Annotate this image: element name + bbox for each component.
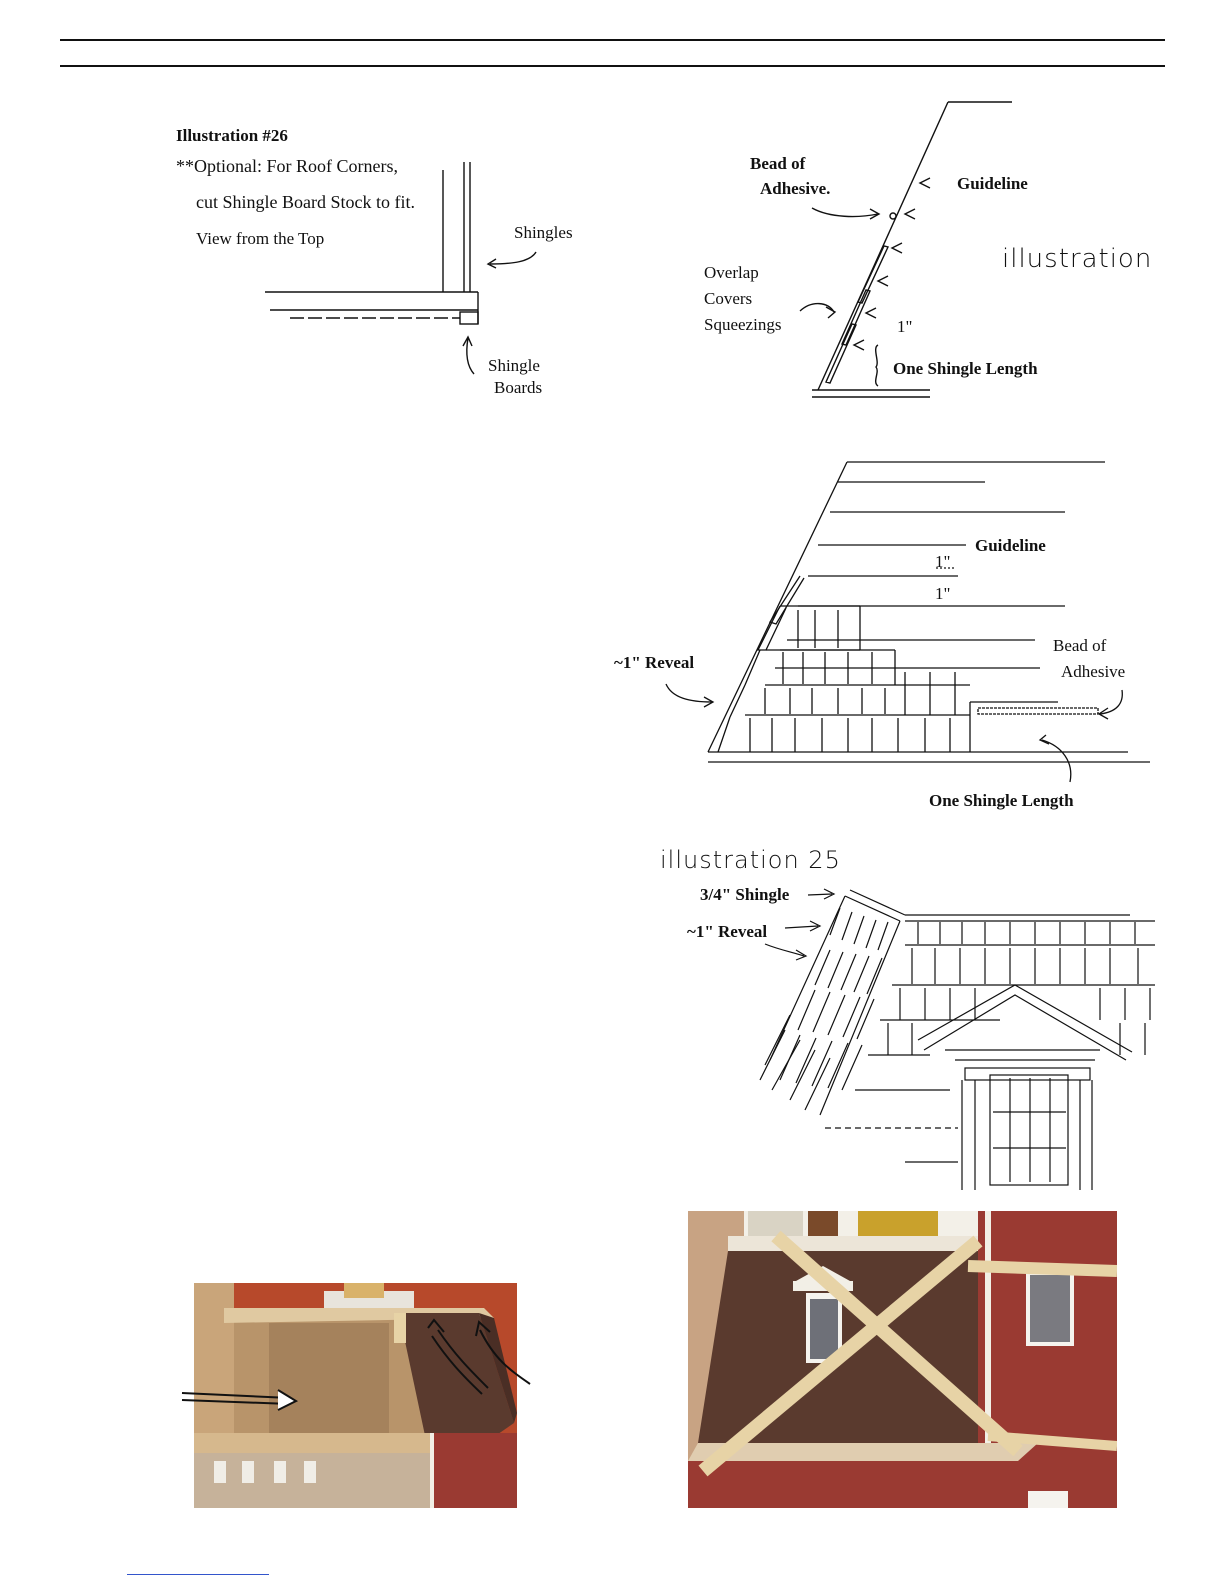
fig26-line3: View from the Top (196, 229, 325, 248)
fig25-shingle-label: 3/4" Shingle (700, 885, 790, 904)
side-covers-label: Covers (704, 289, 753, 308)
front-bead-label-1: Bead of (1053, 636, 1107, 655)
fig26-shingle-label: Shingle (488, 356, 540, 375)
fig25-reveal-label: ~1" Reveal (687, 922, 768, 941)
top-rule-2 (60, 65, 1165, 67)
front-inch-label-a: 1" (935, 552, 951, 571)
side-inch-label: 1" (897, 317, 913, 336)
side-squeezings-label: Squeezings (704, 315, 782, 334)
front-guideline-label: Guideline (975, 536, 1046, 555)
side-overlap-label: Overlap (704, 263, 759, 282)
side-length-label: One Shingle Length (893, 359, 1038, 378)
fig26-line2: cut Shingle Board Stock to fit. (196, 192, 415, 212)
photo-roof-interior (194, 1283, 517, 1508)
footer-link-underline[interactable] (127, 1574, 269, 1575)
side-bead-label-2: Adhesive. (760, 179, 831, 198)
fig26-title: Illustration #26 (176, 126, 288, 145)
front-inch-label-b: 1" (935, 584, 951, 603)
fig26-boards-label: Boards (494, 378, 543, 397)
fig26-shingles-label: Shingles (514, 223, 573, 242)
top-rule-1 (60, 39, 1165, 41)
side-guideline-label: Guideline (957, 174, 1028, 193)
front-bead-label-2: Adhesive (1061, 662, 1126, 681)
front-reveal-label: ~1" Reveal (614, 653, 695, 672)
side-illustration-handwritten: illustration (1002, 244, 1153, 274)
front-length-label: One Shingle Length (929, 791, 1074, 810)
fig25-title-handwritten: illustration 25 (660, 846, 841, 874)
fig26-line1: **Optional: For Roof Corners, (176, 156, 398, 176)
photo-mansard-dormer (688, 1211, 1117, 1508)
side-bead-label-1: Bead of (750, 154, 806, 173)
